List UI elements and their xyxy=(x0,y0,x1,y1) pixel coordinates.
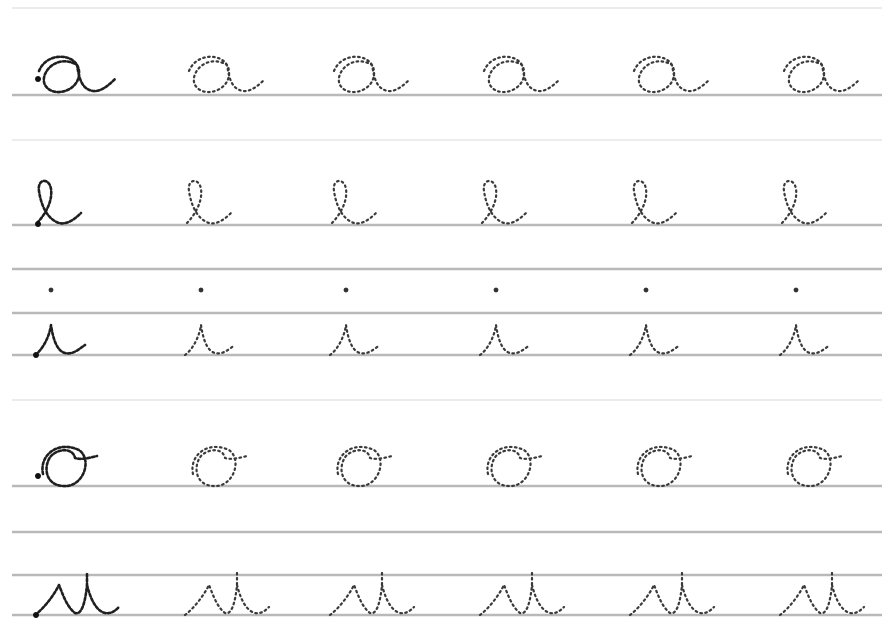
traced-letter-o xyxy=(191,445,249,488)
traced-letter-u xyxy=(478,571,566,617)
i-dot xyxy=(493,287,499,293)
letter-stroke xyxy=(778,323,832,357)
letter-stroke xyxy=(480,179,528,225)
traced-letter-u xyxy=(628,571,716,617)
letter-stroke xyxy=(33,571,121,617)
letter-stroke xyxy=(37,55,117,94)
start-point-dot xyxy=(33,612,39,618)
traced-letter-e xyxy=(185,179,233,225)
traced-letter-a xyxy=(35,55,117,94)
letter-row-i xyxy=(33,287,832,358)
letter-stroke xyxy=(628,571,716,617)
letter-stroke xyxy=(482,55,562,94)
letter-stroke xyxy=(191,445,249,488)
traced-letter-u xyxy=(778,571,866,617)
letter-stroke xyxy=(183,571,271,617)
traced-letter-i xyxy=(628,287,682,357)
letter-stroke xyxy=(630,179,678,225)
letter-stroke xyxy=(778,571,866,617)
letter-stroke xyxy=(183,323,237,357)
letter-row-e xyxy=(35,179,828,227)
letter-stroke xyxy=(33,323,87,357)
traced-letter-a xyxy=(782,55,862,94)
letter-row-u xyxy=(33,571,866,618)
traced-letter-e xyxy=(780,179,828,225)
letter-stroke xyxy=(35,179,83,225)
letter-stroke xyxy=(786,445,844,488)
letter-stroke xyxy=(185,179,233,225)
traced-letter-e xyxy=(630,179,678,225)
traced-letter-o xyxy=(486,445,544,488)
traced-letter-i xyxy=(183,287,237,357)
traced-letter-o xyxy=(35,445,99,488)
traced-letter-i xyxy=(778,287,832,357)
traced-letter-u xyxy=(33,571,121,618)
start-point-dot xyxy=(35,473,41,479)
traced-letter-o xyxy=(636,445,694,488)
traced-letter-i xyxy=(478,287,532,357)
traced-letter-i xyxy=(33,287,87,358)
traced-letter-o xyxy=(336,445,394,488)
i-dot xyxy=(198,287,204,293)
letter-stroke xyxy=(636,445,694,488)
letter-stroke xyxy=(782,55,862,94)
i-dot xyxy=(793,287,799,293)
letter-stroke xyxy=(332,55,412,94)
i-dot xyxy=(343,287,349,293)
i-dot xyxy=(643,287,649,293)
letter-stroke xyxy=(478,571,566,617)
traced-letter-i xyxy=(328,287,382,357)
letter-stroke xyxy=(328,323,382,357)
i-dot xyxy=(48,287,54,293)
traced-letter-e xyxy=(480,179,528,225)
letter-stroke xyxy=(187,55,267,94)
traced-letter-e xyxy=(35,179,83,227)
letter-stroke xyxy=(41,445,99,488)
start-point-dot xyxy=(33,352,39,358)
letter-row-a xyxy=(35,55,862,94)
guide-lines xyxy=(12,7,882,617)
letter-stroke xyxy=(336,445,394,488)
traced-letter-u xyxy=(183,571,271,617)
start-point-dot xyxy=(35,76,41,82)
letter-stroke xyxy=(486,445,544,488)
start-point-dot xyxy=(35,221,41,227)
letter-stroke xyxy=(478,323,532,357)
letter-stroke xyxy=(628,323,682,357)
letter-rows xyxy=(33,55,866,618)
traced-letter-a xyxy=(482,55,562,94)
letter-stroke xyxy=(328,571,416,617)
letter-row-o xyxy=(35,445,844,488)
traced-letter-a xyxy=(632,55,712,94)
traced-letter-u xyxy=(328,571,416,617)
letter-stroke xyxy=(780,179,828,225)
traced-letter-a xyxy=(332,55,412,94)
traced-letter-e xyxy=(330,179,378,225)
letter-stroke xyxy=(330,179,378,225)
traced-letter-o xyxy=(786,445,844,488)
letter-stroke xyxy=(632,55,712,94)
traced-letter-a xyxy=(187,55,267,94)
